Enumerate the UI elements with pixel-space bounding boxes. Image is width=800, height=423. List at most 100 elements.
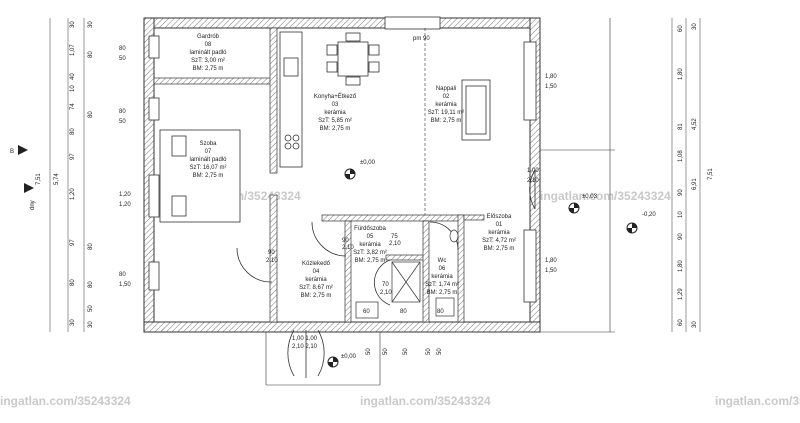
svg-text:1,50: 1,50 [545, 268, 557, 274]
svg-text:30: 30 [692, 321, 698, 328]
svg-text:Konyha+Étkező: Konyha+Étkező [314, 93, 357, 100]
door-swings [236, 169, 536, 378]
svg-text:2,10: 2,10 [380, 290, 392, 296]
svg-text:BM: 2,75 m: BM: 2,75 m [320, 126, 351, 132]
svg-text:Közlekedő: Közlekedő [302, 261, 331, 267]
svg-text:30: 30 [692, 23, 698, 30]
svg-text:80: 80 [400, 309, 407, 315]
svg-text:80: 80 [88, 243, 94, 250]
bathroom-fixtures [355, 229, 459, 319]
svg-text:75: 75 [391, 234, 398, 240]
room-nappali: Nappali 02 kerámia SzT: 19,11 m² BM: 2,7… [428, 86, 465, 124]
svg-text:BM: 2,75 m: BM: 2,75 m [193, 173, 224, 179]
svg-text:03: 03 [332, 102, 339, 108]
svg-text:1,80: 1,80 [545, 74, 557, 80]
svg-text:Fürdőszoba: Fürdőszoba [354, 226, 386, 232]
room-wc: Wc 06 kerámia SzT: 1,74 m² BM: 2,75 m [425, 258, 459, 296]
svg-text:80: 80 [119, 272, 126, 278]
svg-text:7,51: 7,51 [36, 173, 42, 185]
svg-text:02: 02 [443, 94, 450, 100]
svg-text:80: 80 [88, 51, 94, 58]
svg-text:kerámia: kerámia [359, 242, 381, 248]
svg-text:1,80: 1,80 [678, 68, 684, 80]
svg-text:1,07: 1,07 [70, 44, 76, 56]
svg-text:50: 50 [437, 348, 443, 355]
left-dimensions [49, 18, 85, 332]
svg-text:kerámia: kerámia [431, 274, 453, 280]
svg-text:80: 80 [119, 109, 126, 115]
svg-text:dny: dny [30, 200, 36, 210]
svg-text:30: 30 [70, 21, 76, 28]
svg-text:BM: 2,75 m: BM: 2,75 m [301, 293, 332, 299]
right-dim-labels: 60 1,80 81 1,08 90 10 90 1,80 1,29 60 30… [678, 23, 714, 328]
level-entry: ±0,03 [582, 194, 598, 200]
svg-text:50: 50 [88, 305, 94, 312]
svg-text:1,80: 1,80 [678, 260, 684, 272]
svg-text:kerámia: kerámia [324, 110, 346, 116]
watermark: ingatlan.com/35243324 [540, 189, 671, 203]
svg-text:kerámia: kerámia [435, 102, 457, 108]
bottom-dim-labels: 50 50 50 50 50 [366, 348, 443, 355]
svg-text:2,10: 2,10 [389, 241, 401, 247]
svg-text:50: 50 [426, 348, 432, 355]
svg-text:laminált padló: laminált padló [189, 157, 227, 163]
interior-walls [153, 27, 485, 323]
svg-text:Wc: Wc [438, 258, 447, 264]
svg-text:1,29: 1,29 [678, 288, 684, 300]
svg-text:1,80: 1,80 [545, 258, 557, 264]
svg-text:05: 05 [367, 234, 374, 240]
svg-text:80: 80 [88, 111, 94, 118]
svg-text:laminált padló: laminált padló [189, 50, 227, 56]
svg-text:2,10: 2,10 [266, 258, 278, 264]
svg-text:08: 08 [205, 42, 212, 48]
level-main: ±0,00 [360, 160, 376, 166]
left-dim-labels: 30 1,07 40 10 74 80 97 1,20 97 80 30 7,5… [36, 21, 94, 328]
room-furdo: Fürdőszoba 05 kerámia SzT: 3,82 m² BM: 2… [353, 226, 387, 264]
right-dimensions [671, 18, 701, 332]
svg-text:BM: 2,75 m: BM: 2,75 m [193, 66, 224, 72]
svg-text:97: 97 [70, 239, 76, 246]
svg-text:pm 90: pm 90 [413, 36, 430, 42]
svg-text:04: 04 [313, 269, 320, 275]
svg-text:90: 90 [678, 233, 684, 240]
svg-text:BM: 2,75 m: BM: 2,75 m [431, 118, 462, 124]
dining-table [326, 32, 380, 86]
svg-text:kerámia: kerámia [305, 277, 327, 283]
watermark: ingatlan.com/35243324 [715, 394, 800, 408]
opening-labels: pm 90 80 50 80 50 1,20 1,20 80 1,50 1,80… [119, 36, 557, 350]
svg-text:SzT: 4,72 m²: SzT: 4,72 m² [482, 238, 516, 244]
svg-text:SzT: 5,85 m²: SzT: 5,85 m² [318, 118, 352, 124]
svg-text:30: 30 [88, 21, 94, 28]
svg-text:50: 50 [119, 56, 126, 62]
svg-text:BM: 2,75 m: BM: 2,75 m [427, 290, 458, 296]
svg-text:1,20: 1,20 [119, 192, 131, 198]
bed [159, 129, 241, 223]
svg-text:40: 40 [70, 73, 76, 80]
svg-text:06: 06 [439, 266, 446, 272]
room-eloszoba: Előszoba 01 kerámia SzT: 4,72 m² BM: 2,7… [482, 214, 516, 252]
room-konyha: Konyha+Étkező 03 kerámia SzT: 5,85 m² BM… [314, 93, 357, 132]
svg-text:SzT: 1,74 m²: SzT: 1,74 m² [425, 282, 459, 288]
svg-text:97: 97 [70, 153, 76, 160]
svg-text:7,51: 7,51 [708, 168, 714, 180]
svg-text:90: 90 [342, 238, 349, 244]
svg-text:30: 30 [88, 321, 94, 328]
svg-text:SzT: 3,82 m²: SzT: 3,82 m² [353, 250, 387, 256]
svg-text:SzT: 3,00 m²: SzT: 3,00 m² [191, 58, 225, 64]
svg-text:BM: 2,75 m: BM: 2,75 m [484, 246, 515, 252]
svg-text:4,52: 4,52 [692, 118, 698, 130]
svg-text:01: 01 [496, 222, 503, 228]
svg-text:SzT: 19,11 m²: SzT: 19,11 m² [428, 110, 465, 116]
svg-text:Előszoba: Előszoba [487, 214, 512, 220]
svg-text:1,00: 1,00 [527, 168, 539, 174]
svg-text:1,00 1,00: 1,00 1,00 [292, 336, 318, 342]
svg-text:Szoba: Szoba [199, 141, 217, 147]
svg-text:1,08: 1,08 [678, 150, 684, 162]
svg-text:B: B [10, 149, 14, 155]
svg-text:50: 50 [403, 348, 409, 355]
outside-lines [265, 18, 615, 386]
svg-text:10: 10 [70, 85, 76, 92]
svg-text:80: 80 [88, 281, 94, 288]
room-szoba: Szoba 07 laminált padló SzT: 16,07 m² BM… [189, 141, 227, 179]
sofa [461, 79, 491, 141]
